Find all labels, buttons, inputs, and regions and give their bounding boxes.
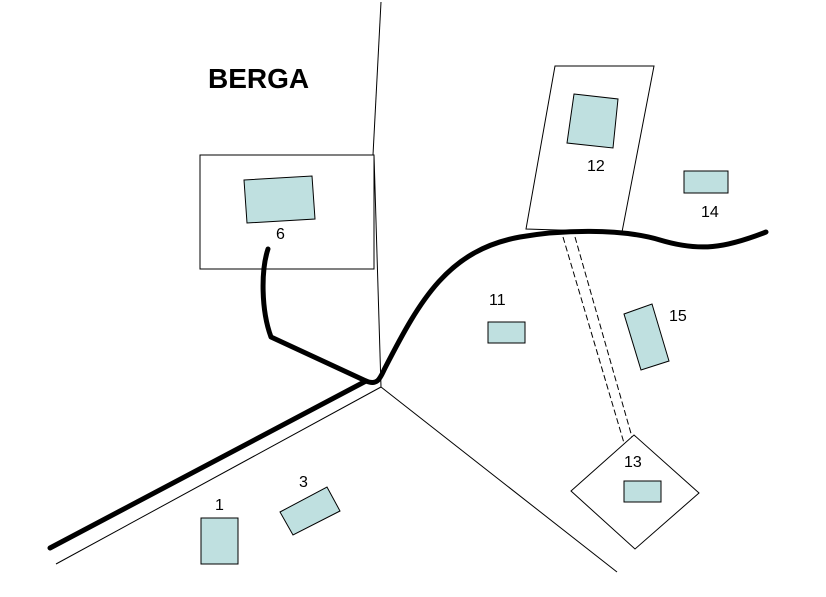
boundary-line-north <box>372 1 382 156</box>
plot-6 <box>199 154 375 270</box>
road-driveway-6 <box>260 246 369 384</box>
plot-13 <box>570 434 700 550</box>
building-1[interactable] <box>200 517 239 565</box>
road-main-east <box>363 228 769 385</box>
building-14-label: 14 <box>701 204 719 221</box>
building-12-label: 12 <box>587 158 605 175</box>
building-15[interactable] <box>623 303 670 371</box>
building-6[interactable] <box>243 175 316 224</box>
building-11-label: 11 <box>489 292 506 309</box>
building-12[interactable] <box>566 93 619 149</box>
building-13[interactable] <box>623 480 662 503</box>
road-main-southwest <box>47 378 369 551</box>
building-11[interactable] <box>487 321 526 344</box>
footpath-west-edge <box>562 236 625 444</box>
building-3-label: 3 <box>299 474 308 491</box>
building-6-label: 6 <box>276 226 285 243</box>
boundary-line-southwest <box>55 386 382 565</box>
plot-12 <box>525 65 655 233</box>
boundary-line-southeast <box>380 386 618 573</box>
building-15-label: 15 <box>669 308 687 325</box>
boundary-line-center <box>373 154 382 388</box>
building-13-label: 13 <box>624 454 642 471</box>
place-name-label: BERGA <box>208 63 309 94</box>
building-14[interactable] <box>683 170 729 194</box>
footpath-east-edge <box>574 236 633 438</box>
building-1-label: 1 <box>215 497 224 514</box>
building-3[interactable] <box>279 486 341 536</box>
